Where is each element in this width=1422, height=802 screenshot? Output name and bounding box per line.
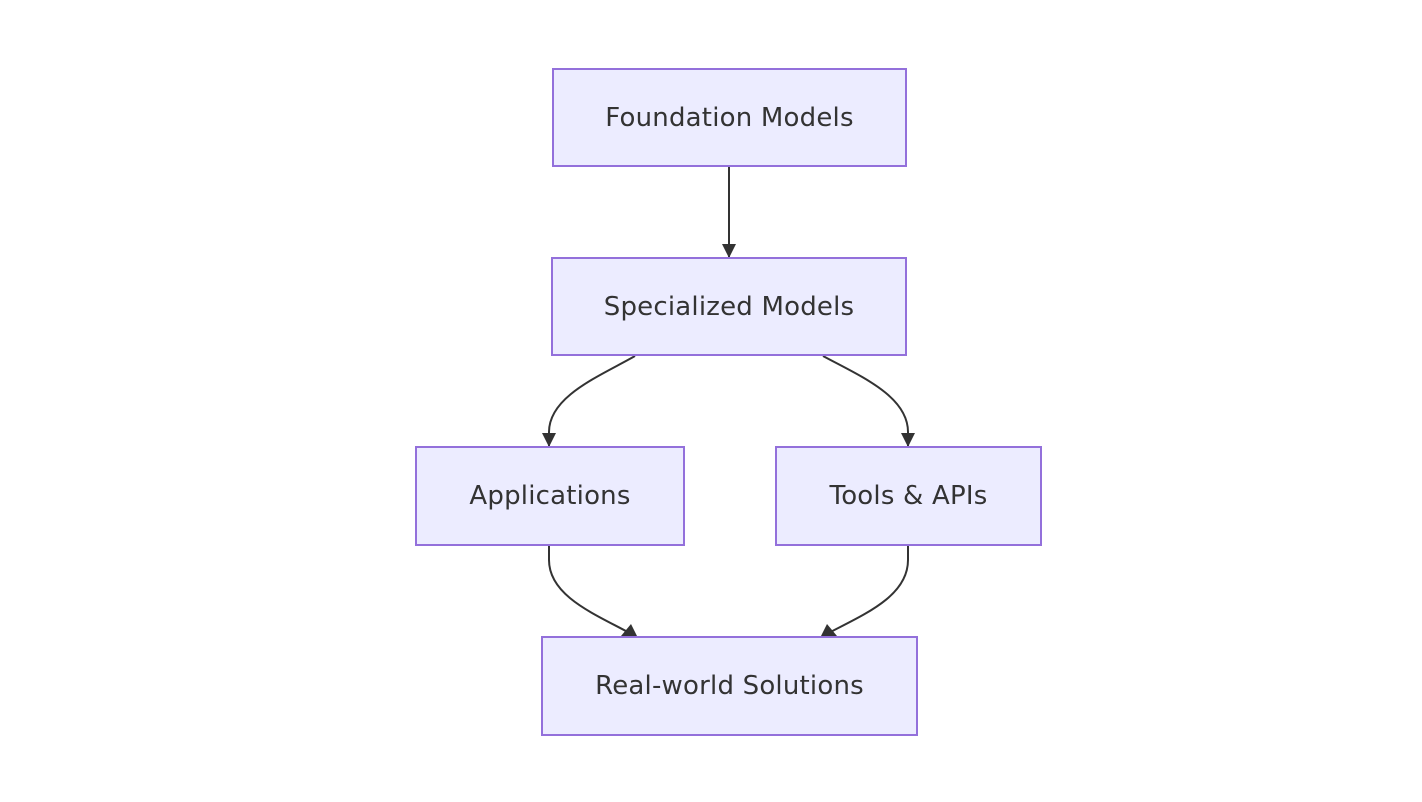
arrowhead-solutions-left — [621, 624, 637, 636]
arrowhead-applications-top — [542, 433, 556, 447]
arrowhead-tools-top — [901, 433, 915, 447]
edge-applications-to-solutions — [548, 546, 636, 637]
node-specialized-models: Specialized Models — [551, 257, 907, 356]
node-label: Foundation Models — [605, 102, 854, 133]
edge-tools-to-solutions — [822, 546, 909, 637]
edge-specialized-to-applications — [548, 355, 636, 446]
arrowhead-solutions-right — [821, 624, 837, 636]
node-foundation-models: Foundation Models — [552, 68, 907, 167]
node-label: Tools & APIs — [829, 481, 988, 511]
arrowhead-specialized-top — [722, 244, 736, 258]
node-real-world-solutions: Real-world Solutions — [541, 636, 918, 736]
node-label: Specialized Models — [603, 291, 855, 322]
node-applications: Applications — [415, 446, 685, 546]
node-label: Real-world Solutions — [595, 671, 864, 701]
node-label: Applications — [469, 481, 631, 511]
edge-specialized-to-tools — [822, 355, 909, 446]
node-tools-apis: Tools & APIs — [775, 446, 1042, 546]
